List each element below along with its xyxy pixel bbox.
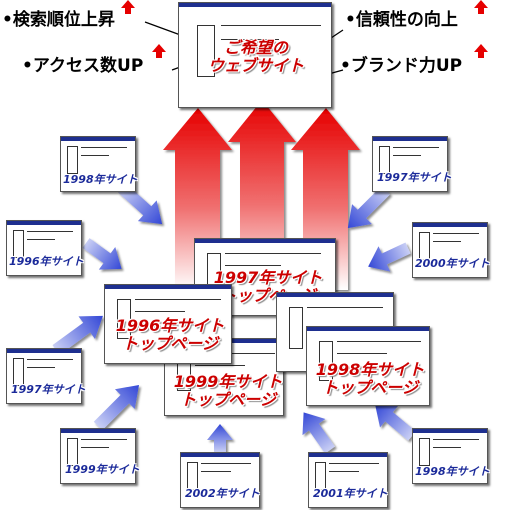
site-window-1998-bottom-right: 1998年サイト <box>412 428 490 484</box>
blue-arrow-8 <box>302 412 335 454</box>
blue-arrow-9 <box>375 405 416 441</box>
site-window-2002-bottom: 2002年サイト <box>180 452 260 508</box>
top-page-label-1998: 1998年サイト トップページ <box>315 360 425 397</box>
blue-arrow-7 <box>207 424 233 452</box>
site-window-1997-left: 1997年サイト <box>6 348 86 404</box>
small-up-arrow-4 <box>474 44 488 58</box>
target-site-label: ご希望の ウェブサイト <box>207 38 304 75</box>
small-up-arrow-3 <box>474 0 488 14</box>
top-page-window-1996: 1996年サイト トップページ <box>104 284 232 364</box>
top-page-window-1998: 1998年サイト トップページ <box>306 326 430 406</box>
blue-arrow-4 <box>368 242 411 272</box>
blue-arrow-3 <box>82 238 122 270</box>
blue-arrow-2 <box>347 185 391 229</box>
blue-arrow-6 <box>93 384 140 431</box>
site-window-1996-left: 1996年サイト <box>6 220 84 276</box>
site-window-2000-right: 2000年サイト <box>412 222 490 278</box>
benefit-search-rank: •検索順位上昇 <box>2 10 115 30</box>
benefit-reliability: •信頼性の向上 <box>345 10 458 30</box>
top-page-label-1996: 1996年サイト トップページ <box>115 316 225 353</box>
site-window-2001-bottom: 2001年サイト <box>308 452 388 508</box>
blue-arrow-1 <box>117 183 163 225</box>
benefit-access-up: •アクセス数UP <box>22 56 144 76</box>
top-page-label-1999: 1999年サイト トップページ <box>173 372 283 409</box>
blue-arrow-5 <box>52 315 103 355</box>
site-window-1999-bottom-left: 1999年サイト <box>60 428 140 484</box>
small-up-arrow-1 <box>121 0 135 14</box>
target-site-window: ご希望の ウェブサイト <box>178 2 332 108</box>
site-window-1998-top-left: 1998年サイト <box>60 136 138 192</box>
benefit-brand-up: •ブランド力UP <box>340 56 463 76</box>
site-window-1997-top-right: 1997年サイト <box>372 136 452 192</box>
small-up-arrow-2 <box>152 44 166 58</box>
